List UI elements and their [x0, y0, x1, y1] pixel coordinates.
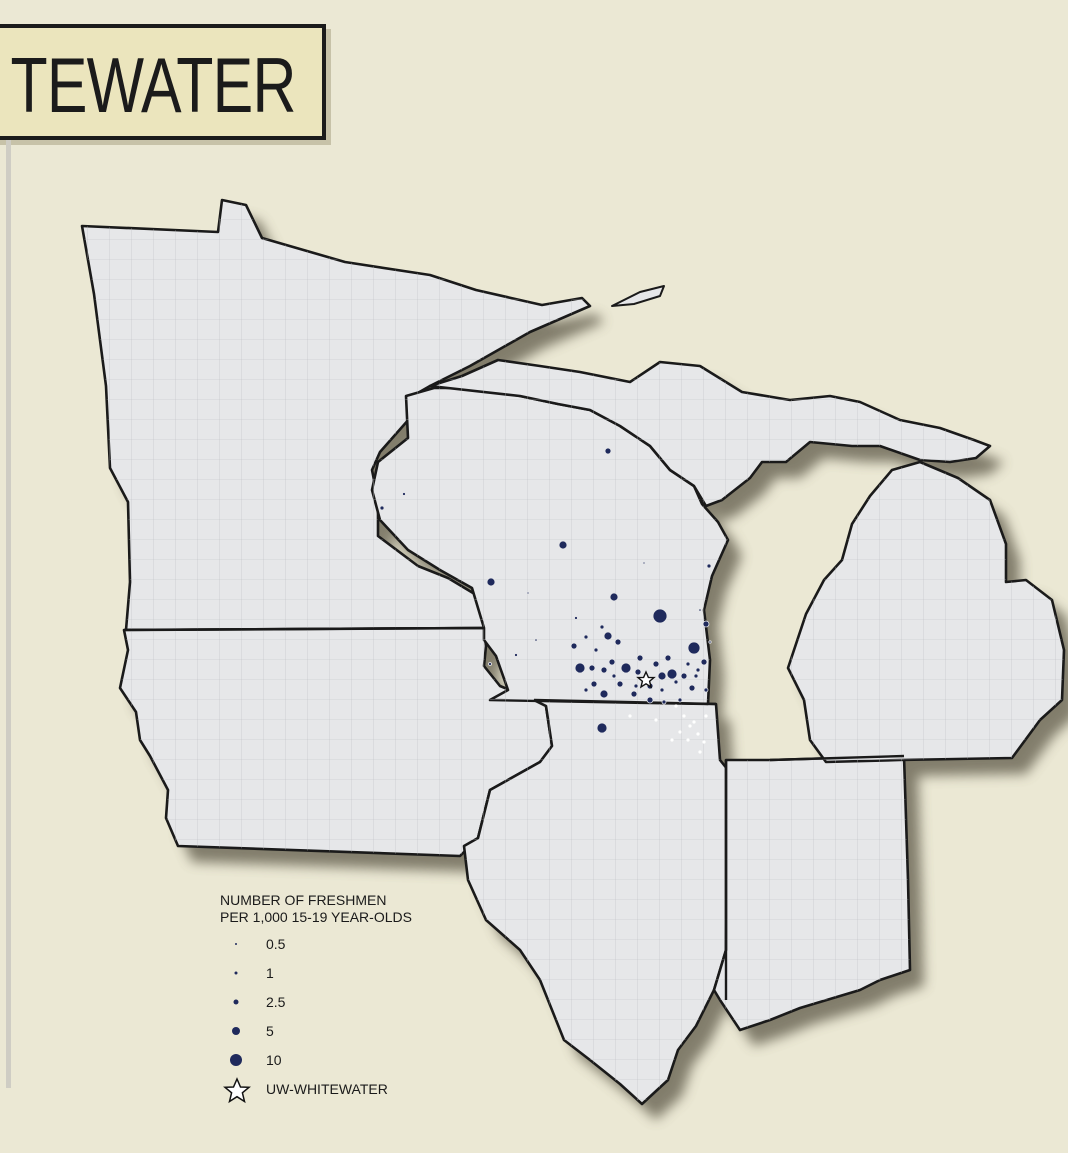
freshmen-dot [611, 673, 617, 679]
freshmen-dot [534, 638, 538, 642]
freshmen-dot [687, 641, 701, 655]
freshmen-dot-minor [702, 740, 706, 744]
freshmen-dot [673, 679, 679, 685]
freshmen-dot-minor [696, 732, 700, 736]
freshmen-dot [642, 561, 646, 565]
freshmen-dot [633, 683, 639, 689]
freshmen-dot [603, 631, 613, 641]
freshmen-dot [664, 654, 672, 662]
circle-icon [232, 1027, 240, 1035]
freshmen-dot [620, 662, 632, 674]
freshmen-dot [583, 687, 589, 693]
freshmen-dot-minor [628, 714, 632, 718]
freshmen-dot [379, 505, 385, 511]
legend-title-line1: NUMBER OF FRESHMEN [220, 892, 387, 908]
legend-star-label: UW-WHITEWATER [266, 1081, 388, 1097]
freshmen-dot [636, 654, 644, 662]
legend-item: 10 [220, 1050, 412, 1079]
freshmen-dot [685, 661, 691, 667]
freshmen-dot-minor [698, 750, 702, 754]
freshmen-dot [604, 447, 612, 455]
freshmen-dot [588, 664, 596, 672]
side-rule [6, 140, 11, 1088]
freshmen-dot [574, 662, 586, 674]
freshmen-dot [614, 638, 622, 646]
freshmen-dot [514, 653, 518, 657]
freshmen-dot [570, 642, 578, 650]
legend-item: 2.5 [220, 992, 412, 1021]
freshmen-dot [703, 687, 709, 693]
freshmen-dot [646, 696, 654, 704]
freshmen-dot [609, 592, 619, 602]
legend-item: 5 [220, 1021, 412, 1050]
freshmen-dot [596, 722, 608, 734]
freshmen-dot [599, 624, 605, 630]
legend-item: UW-WHITEWATER [220, 1077, 412, 1108]
circle-icon [233, 999, 239, 1005]
circle-icon [230, 1054, 242, 1066]
title-banner: TEWATER [0, 24, 326, 140]
freshmen-dot [688, 684, 696, 692]
freshmen-dot [558, 540, 568, 550]
freshmen-dot-minor [688, 724, 692, 728]
freshmen-dot [695, 667, 701, 673]
freshmen-dot [659, 687, 665, 693]
freshmen-dot [593, 647, 599, 653]
legend-item-label: 1 [266, 965, 274, 981]
campus-star-icon [636, 670, 656, 689]
freshmen-dot [583, 634, 589, 640]
legend-item-label: 2.5 [266, 994, 286, 1010]
county-grid [82, 200, 1064, 1104]
freshmen-dot [702, 620, 710, 628]
freshmen-dot [526, 591, 530, 595]
map-title: TEWATER [10, 41, 297, 129]
legend-item-label: 10 [266, 1052, 282, 1068]
freshmen-dot [657, 671, 667, 681]
freshmen-dot [599, 689, 609, 699]
freshmen-dot [708, 640, 712, 644]
freshmen-dot [652, 608, 668, 624]
isle-royale [611, 285, 665, 307]
freshmen-dot [700, 658, 708, 666]
freshmen-dot [608, 658, 616, 666]
freshmen-dot-minor [682, 714, 686, 718]
freshmen-dot [486, 577, 496, 587]
freshmen-dot-minor [692, 720, 696, 724]
legend-item-label: 0.5 [266, 936, 286, 952]
freshmen-dot [698, 608, 702, 612]
legend-item-label: 5 [266, 1023, 274, 1039]
star-icon [223, 1077, 251, 1104]
freshmen-dot-minor [686, 738, 690, 742]
circle-icon [234, 971, 238, 975]
freshmen-dot [634, 668, 642, 676]
legend: NUMBER OF FRESHMEN PER 1,000 15-19 YEAR-… [220, 892, 412, 1108]
freshmen-dot-minor [678, 730, 682, 734]
freshmen-dot [600, 666, 608, 674]
freshmen-dot [680, 672, 688, 680]
freshmen-dot [652, 660, 660, 668]
freshmen-dot [402, 492, 406, 496]
freshmen-dot [590, 680, 598, 688]
legend-title-line2: PER 1,000 15-19 YEAR-OLDS [220, 909, 412, 925]
freshmen-dot-minor [654, 718, 658, 722]
freshmen-dot [693, 673, 699, 679]
freshmen-dot-minor [670, 738, 674, 742]
freshmen-dot [616, 680, 624, 688]
freshmen-dot [706, 563, 712, 569]
circle-icon [235, 943, 237, 945]
legend-item: 0.5 [220, 934, 412, 963]
legend-item: 1 [220, 963, 412, 992]
freshmen-dot [574, 616, 578, 620]
state-borders [123, 626, 905, 1000]
freshmen-dot-minor [704, 714, 708, 718]
freshmen-dot-minor [674, 704, 678, 708]
freshmen-dot [488, 662, 492, 666]
freshmen-dot [677, 697, 683, 703]
freshmen-dot [661, 699, 667, 705]
freshmen-dot [666, 668, 678, 680]
freshmen-dot [630, 690, 638, 698]
